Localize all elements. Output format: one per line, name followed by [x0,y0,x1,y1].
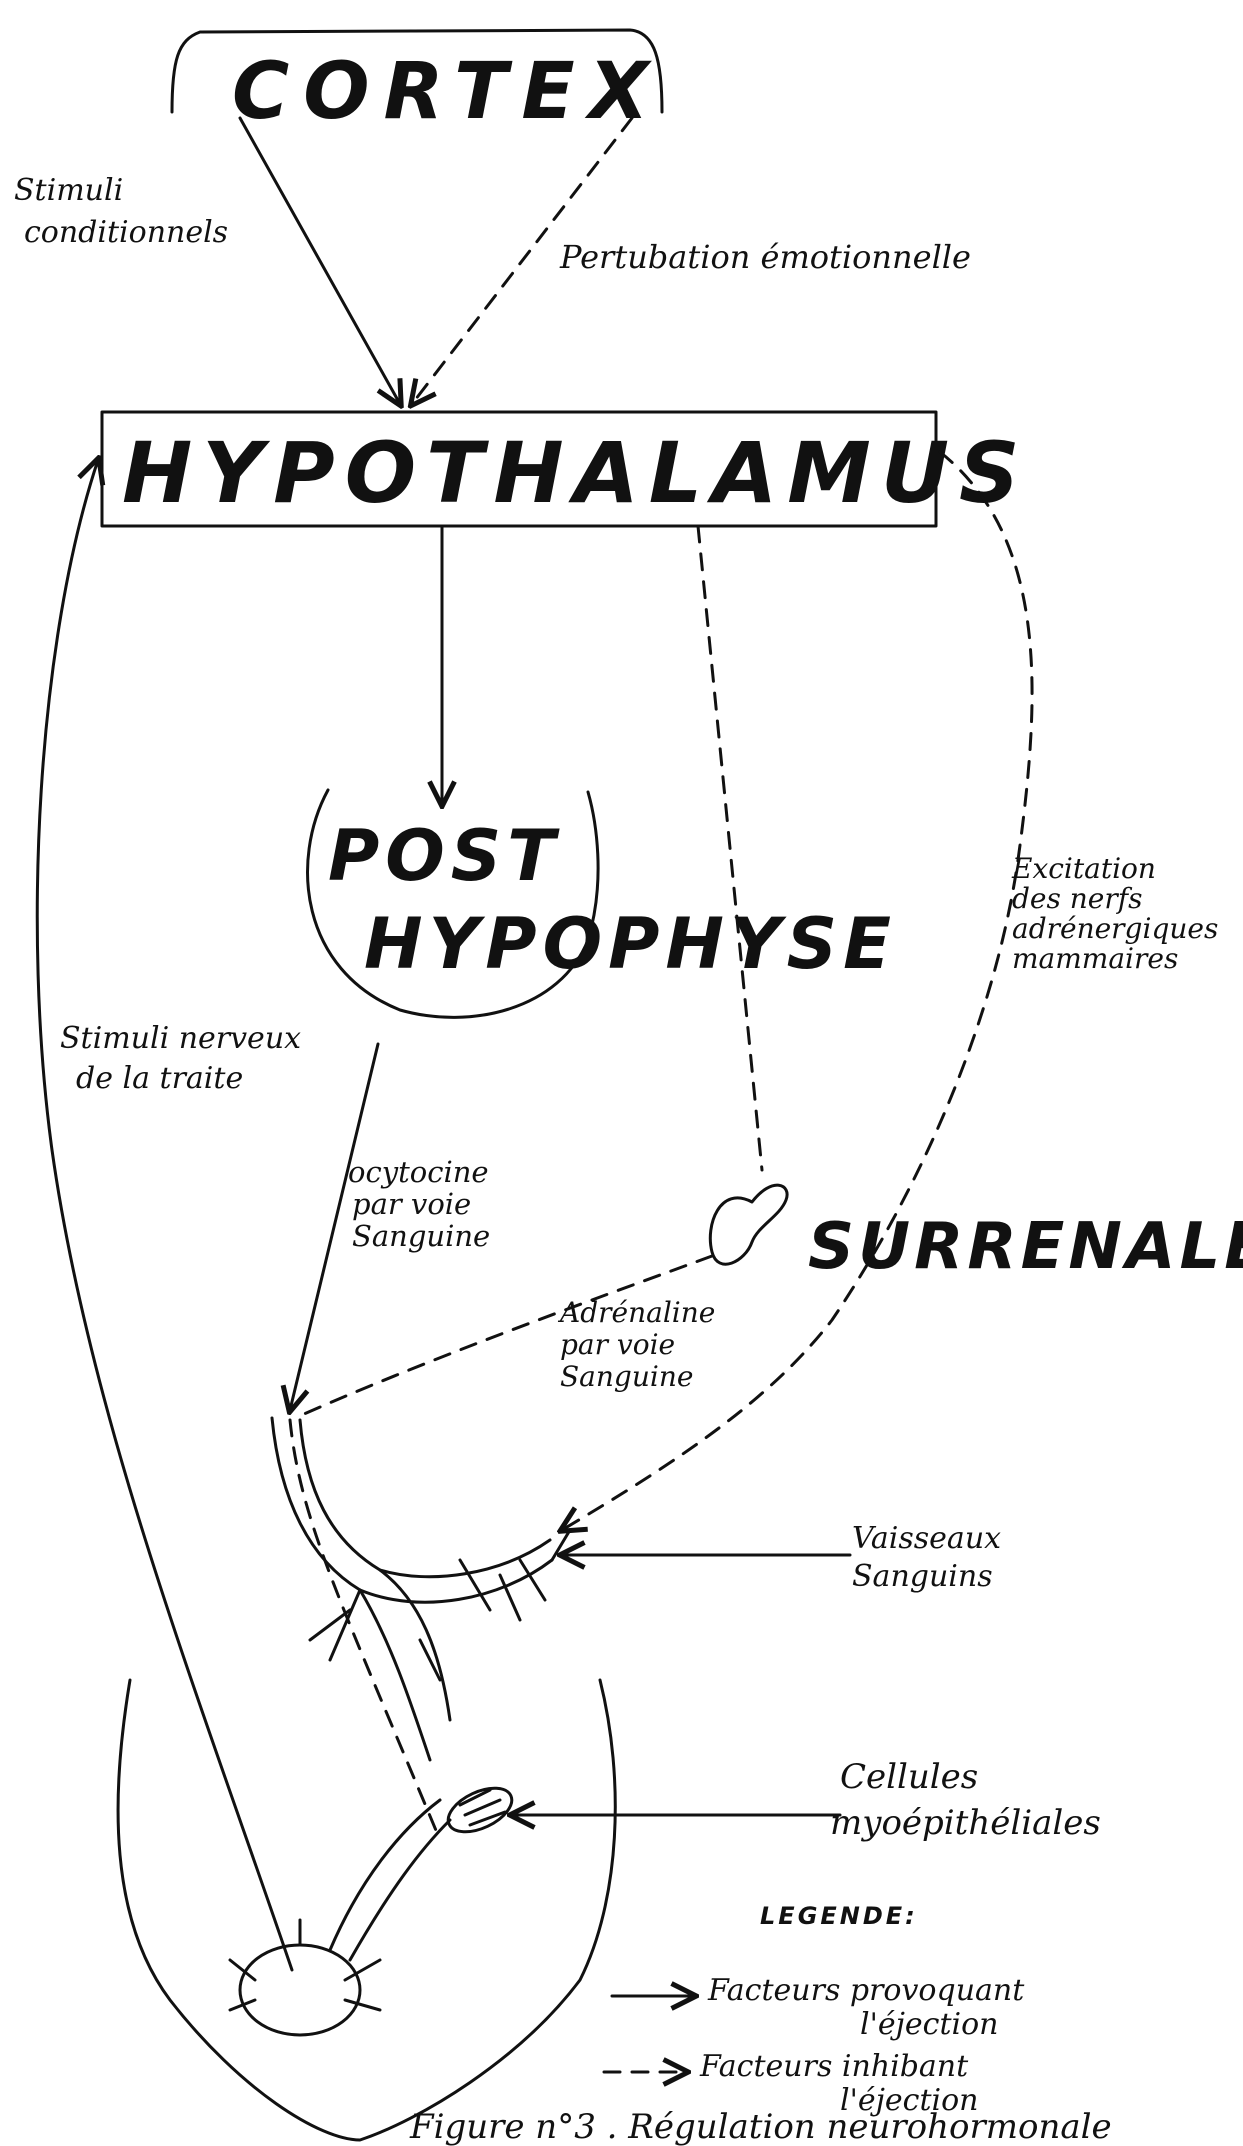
label-ocytocine-line2: par voie [352,1187,471,1221]
caption-line1: Figure n°3 . Régulation neurohormonale [409,2107,1112,2146]
label-traite-line1: Stimuli nerveux [60,1021,301,1056]
label-nerfs-line4: mammaires [1012,942,1178,975]
label-nerfs-line1: Excitation [1011,852,1156,885]
label-vaisseaux-line2: Sanguins [852,1559,993,1594]
label-adrenaline-line2: par voie [560,1328,675,1361]
label-adrenaline-line1: Adrénaline [557,1296,715,1329]
label-stimuli-line1: Stimuli [14,173,123,208]
label-adrenaline-line3: Sanguine [560,1360,693,1393]
label-cellules-line2: myoépithéliales [830,1803,1101,1843]
hypophyse-title: HYPOPHYSE [364,903,897,985]
blood-vessels [272,1418,570,1840]
post-title: POST [328,815,561,897]
legend-title: LEGENDE: [760,1902,918,1930]
label-ocytocine-line3: Sanguine [352,1219,490,1253]
legend-inhibant-line1: Facteurs inhibant [699,2049,969,2084]
arrow-stimuli-conditionnels [240,118,400,404]
mammary-alveolus [118,1680,615,2140]
link-hypothalamus-surrenale [698,526,762,1170]
legend-provoquant-line2: l'éjection [860,2007,999,2042]
label-vaisseaux-line1: Vaisseaux [852,1521,1001,1556]
label-nerfs-line3: adrénergiques [1012,912,1218,945]
surrenale-gland-shape [710,1185,787,1264]
label-perturbation: Pertubation émotionnelle [559,238,971,276]
legend-provoquant-line1: Facteurs provoquant [707,1973,1025,2008]
label-nerfs-line2: des nerfs [1012,882,1142,915]
hypothalamus-title: HYPOTHALAMUS [122,424,1030,522]
label-traite-line2: de la traite [76,1061,243,1096]
cortex-title: CORTEX [232,47,663,137]
label-stimuli-line2: conditionnels [24,215,228,250]
label-ocytocine-line1: ocytocine [348,1155,489,1189]
arrow-stimuli-nerveux-traite [37,460,292,1970]
surrenale-title: SURRENALE [808,1210,1243,1284]
label-cellules-line1: Cellules [840,1757,978,1797]
